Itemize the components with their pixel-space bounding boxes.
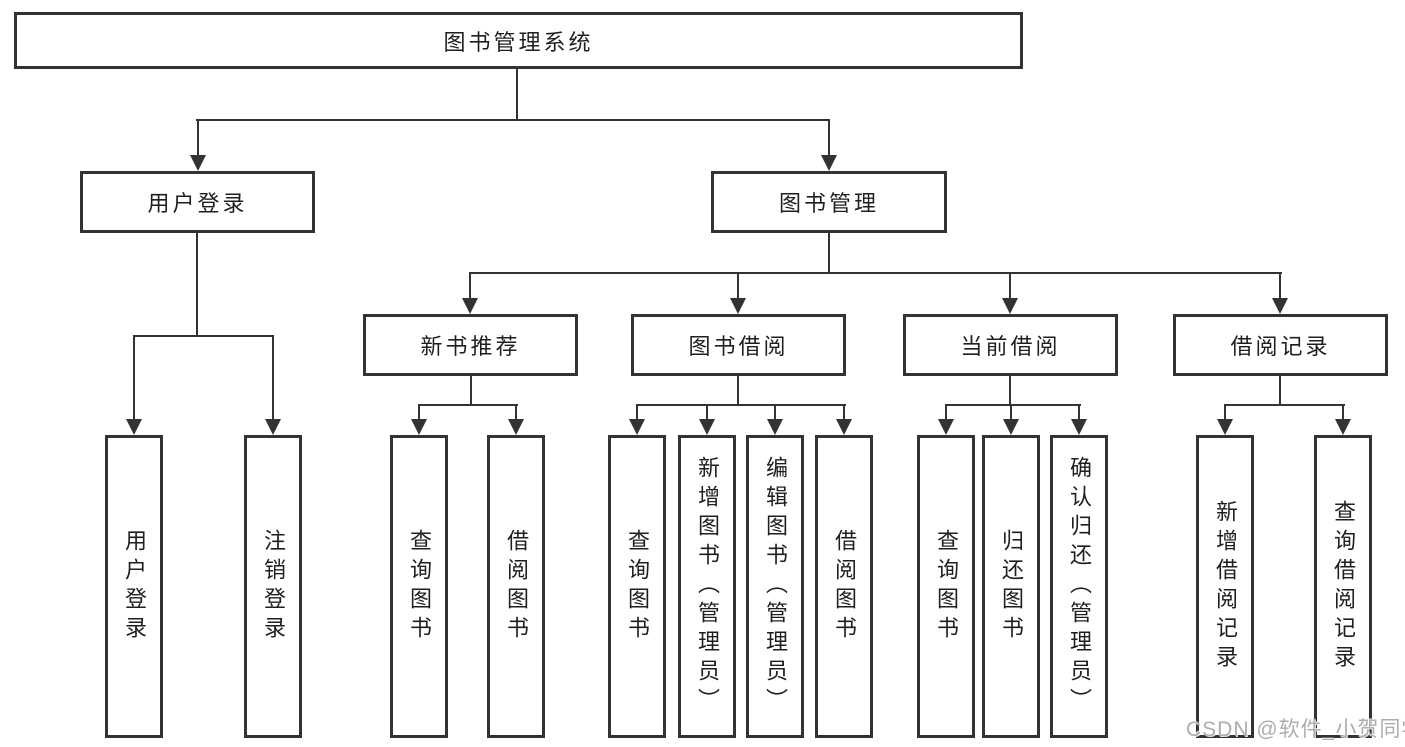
connector-line: [1279, 376, 1281, 406]
connector-line: [470, 376, 472, 406]
connector-line: [636, 404, 846, 406]
node-book-borrowing: 图书借阅: [631, 314, 846, 376]
connector-line: [1224, 404, 1226, 421]
arrow-down-icon: [190, 155, 206, 171]
node-current-borrowing: 当前借阅: [903, 314, 1118, 376]
arrow-down-icon: [836, 419, 852, 435]
connector-line: [945, 404, 947, 421]
arrow-down-icon: [821, 155, 837, 171]
leaf-label: 确认归还（管理员）: [1067, 456, 1092, 717]
arrow-down-icon: [1272, 298, 1288, 314]
leaf-label: 编辑图书（管理员）: [763, 456, 788, 717]
node-book-management: 图书管理: [711, 171, 947, 233]
connector-line: [1342, 404, 1344, 421]
arrow-down-icon: [699, 419, 715, 435]
connector-line: [737, 376, 739, 406]
arrow-down-icon: [767, 419, 783, 435]
node-label: 借阅记录: [1230, 334, 1331, 359]
connector-line: [1009, 376, 1011, 406]
arrow-down-icon: [126, 419, 142, 435]
connector-line: [737, 272, 739, 300]
leaf-logout: 注销登录: [244, 435, 302, 738]
leaf-label: 借阅图书: [504, 528, 529, 645]
arrow-down-icon: [411, 419, 427, 435]
node-label: 当前借阅: [960, 334, 1061, 359]
connector-line: [418, 404, 518, 406]
leaf-label: 注销登录: [261, 528, 286, 645]
arrow-down-icon: [1217, 419, 1233, 435]
node-borrowing-records: 借阅记录: [1173, 314, 1388, 376]
connector-line: [196, 119, 830, 121]
connector-line: [1010, 404, 1012, 421]
connector-line: [1279, 272, 1281, 300]
connector-line: [516, 69, 518, 121]
leaf-query-books-borrowing: 查询图书: [608, 435, 666, 738]
node-label: 用户登录: [147, 191, 248, 216]
csdn-watermark: CSDN @软件_小贺同学: [1186, 718, 1405, 741]
connector-line: [706, 404, 708, 421]
arrow-down-icon: [629, 419, 645, 435]
connector-line: [197, 119, 199, 157]
arrow-down-icon: [462, 298, 478, 314]
connector-line: [1078, 404, 1080, 421]
leaf-label: 查询图书: [625, 528, 650, 645]
arrow-down-icon: [1002, 298, 1018, 314]
arrow-down-icon: [938, 419, 954, 435]
leaf-confirm-return-admin: 确认归还（管理员）: [1050, 435, 1108, 738]
connector-line: [636, 404, 638, 421]
connector-line: [133, 335, 274, 337]
leaf-label: 用户登录: [122, 528, 147, 645]
connector-line: [418, 404, 420, 421]
leaf-add-books-admin: 新增图书（管理员）: [678, 435, 736, 738]
leaf-label: 归还图书: [999, 528, 1024, 645]
node-label: 图书管理: [778, 191, 879, 216]
leaf-label: 查询借阅记录: [1331, 499, 1356, 674]
leaf-label: 查询图书: [934, 528, 959, 645]
leaf-edit-books-admin: 编辑图书（管理员）: [746, 435, 804, 738]
connector-line: [196, 233, 198, 337]
leaf-label: 新增借阅记录: [1213, 499, 1238, 674]
node-new-book-recommend: 新书推荐: [363, 314, 578, 376]
leaf-label: 借阅图书: [832, 528, 857, 645]
node-label: 新书推荐: [420, 334, 521, 359]
connector-line: [774, 404, 776, 421]
node-user-login: 用户登录: [80, 171, 315, 233]
connector-line: [1224, 404, 1345, 406]
connector-line: [469, 272, 1282, 274]
leaf-user-login: 用户登录: [105, 435, 163, 738]
arrow-down-icon: [1071, 419, 1087, 435]
arrow-down-icon: [1003, 419, 1019, 435]
connector-line: [828, 233, 830, 274]
connector-line: [515, 404, 517, 421]
leaf-label: 新增图书（管理员）: [695, 456, 720, 717]
arrow-down-icon: [730, 298, 746, 314]
connector-line: [828, 119, 830, 157]
node-library-system: 图书管理系统: [14, 12, 1023, 69]
leaf-query-borrow-record: 查询借阅记录: [1314, 435, 1372, 738]
connector-line: [843, 404, 845, 421]
node-label: 图书管理系统: [443, 29, 594, 55]
leaf-borrow-books: 借阅图书: [815, 435, 873, 738]
arrow-down-icon: [508, 419, 524, 435]
arrow-down-icon: [265, 419, 281, 435]
connector-line: [272, 335, 274, 421]
connector-line: [1009, 272, 1011, 300]
leaf-query-books-current: 查询图书: [917, 435, 975, 738]
connector-line: [133, 335, 135, 421]
node-label: 图书借阅: [688, 334, 789, 359]
leaf-borrow-books-recommend: 借阅图书: [487, 435, 545, 738]
connector-line: [945, 404, 1081, 406]
leaf-label: 查询图书: [407, 528, 432, 645]
arrow-down-icon: [1335, 419, 1351, 435]
leaf-query-books-recommend: 查询图书: [390, 435, 448, 738]
leaf-return-books: 归还图书: [982, 435, 1040, 738]
leaf-add-borrow-record: 新增借阅记录: [1196, 435, 1254, 738]
connector-line: [469, 272, 471, 300]
